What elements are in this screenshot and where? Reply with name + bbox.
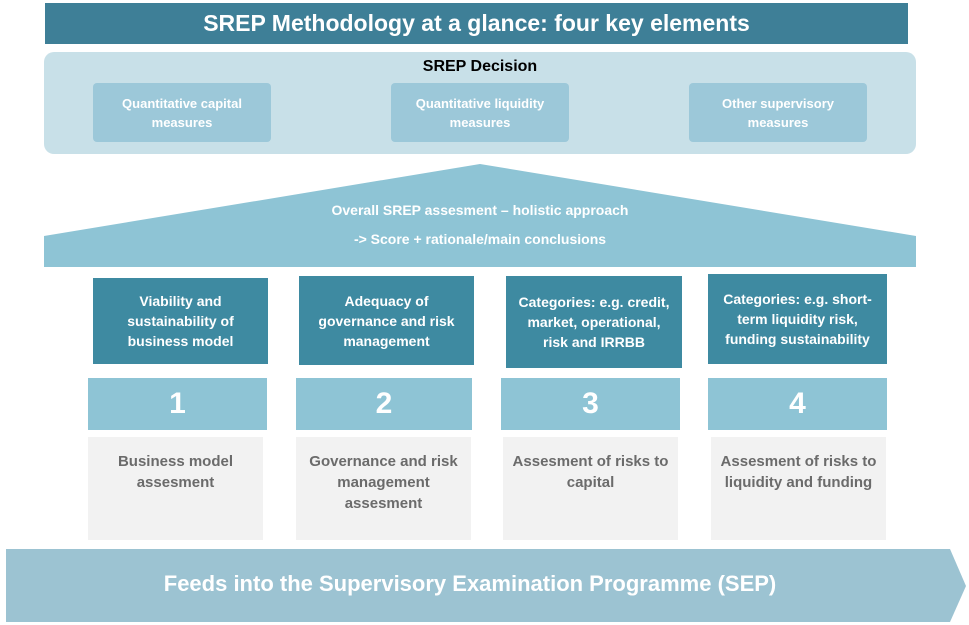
pillar-3-number: 3 [501,378,680,430]
pillar-4-category: Categories: e.g. short-term liquidity ri… [708,274,887,364]
pillar-2-category: Adequacy of governance and risk manageme… [299,276,474,365]
diagram-title: SREP Methodology at a glance: four key e… [45,3,908,44]
pillar-2-assessment: Governance and risk management assesment [296,437,471,540]
pillar-4-assessment: Assesment of risks to liquidity and fund… [711,437,886,540]
srep-decision-title: SREP Decision [422,58,538,75]
other-supervisory-measures-box: Other supervisory measures [689,83,867,142]
pillar-1-assessment: Business model assesment [88,437,263,540]
overall-assessment-roof [44,164,916,267]
pillar-3-category: Categories: e.g. credit, market, operati… [506,276,682,368]
pillar-1-category: Viability and sustainability of business… [93,278,268,364]
sep-feed-text: Feeds into the Supervisory Examination P… [163,571,777,596]
pillar-2-number: 2 [296,378,472,430]
pillar-3-assessment: Assesment of risks to capital [503,437,678,540]
sep-feed-arrow [6,549,966,622]
quantitative-liquidity-measures-box: Quantitative liquidity measures [391,83,569,142]
overall-assessment-line2: -> Score + rationale/main conclusions [353,231,607,247]
pillar-1-number: 1 [88,378,267,430]
pillar-4-number: 4 [708,378,887,430]
overall-assessment-line1: Overall SREP assesment – holistic approa… [331,202,629,218]
srep-decision-panel: SREP Decision Quantitative capital measu… [44,52,916,154]
quantitative-capital-measures-box: Quantitative capital measures [93,83,271,142]
